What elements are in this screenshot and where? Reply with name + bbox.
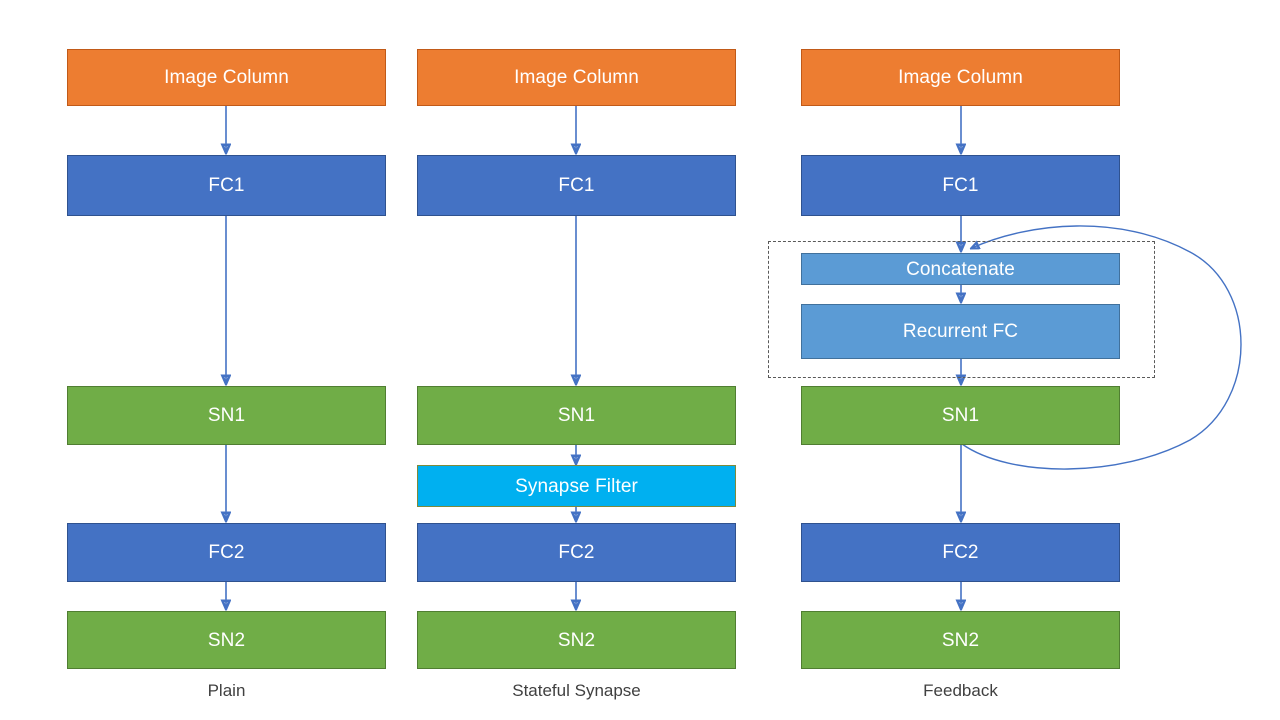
node-label: Synapse Filter xyxy=(515,475,638,497)
node-label: Image Column xyxy=(514,67,639,88)
node-stateful-synapse-filter[interactable]: Synapse Filter xyxy=(417,465,736,507)
node-feedback-image-column[interactable]: Image Column xyxy=(801,49,1120,106)
node-label: SN1 xyxy=(941,405,980,426)
node-stateful-sn1[interactable]: SN1 xyxy=(417,386,736,445)
caption-stateful-synapse: Stateful Synapse xyxy=(512,681,641,700)
caption-plain: Plain xyxy=(207,681,246,700)
node-label: SN1 xyxy=(557,405,596,426)
node-stateful-sn2[interactable]: SN2 xyxy=(417,611,736,669)
node-plain-fc1[interactable]: FC1 xyxy=(67,155,386,216)
node-label: SN2 xyxy=(207,629,246,651)
node-feedback-recurrent-fc[interactable]: Recurrent FC xyxy=(801,304,1120,359)
node-feedback-fc1[interactable]: FC1 xyxy=(801,155,1120,216)
node-label: Image Column xyxy=(898,67,1023,88)
node-stateful-fc1[interactable]: FC1 xyxy=(417,155,736,216)
node-label: FC1 xyxy=(942,175,979,196)
caption-feedback: Feedback xyxy=(923,681,998,700)
node-label: SN1 xyxy=(207,405,246,426)
node-label: SN2 xyxy=(557,629,596,651)
node-feedback-fc2[interactable]: FC2 xyxy=(801,523,1120,582)
node-label: FC1 xyxy=(558,175,595,196)
node-feedback-sn2[interactable]: SN2 xyxy=(801,611,1120,669)
node-label: FC2 xyxy=(208,542,245,563)
node-label: Concatenate xyxy=(906,258,1015,280)
recurrent-block-group xyxy=(768,241,1155,378)
node-label: Recurrent FC xyxy=(902,321,1019,342)
node-plain-image-column[interactable]: Image Column xyxy=(67,49,386,106)
node-label: FC2 xyxy=(558,542,595,563)
node-label: SN2 xyxy=(941,629,980,651)
node-stateful-image-column[interactable]: Image Column xyxy=(417,49,736,106)
node-plain-sn1[interactable]: SN1 xyxy=(67,386,386,445)
node-plain-fc2[interactable]: FC2 xyxy=(67,523,386,582)
node-label: FC2 xyxy=(942,542,979,563)
node-feedback-sn1[interactable]: SN1 xyxy=(801,386,1120,445)
node-plain-sn2[interactable]: SN2 xyxy=(67,611,386,669)
node-label: Image Column xyxy=(164,67,289,88)
node-label: FC1 xyxy=(208,175,245,196)
node-stateful-fc2[interactable]: FC2 xyxy=(417,523,736,582)
node-feedback-concatenate[interactable]: Concatenate xyxy=(801,253,1120,285)
